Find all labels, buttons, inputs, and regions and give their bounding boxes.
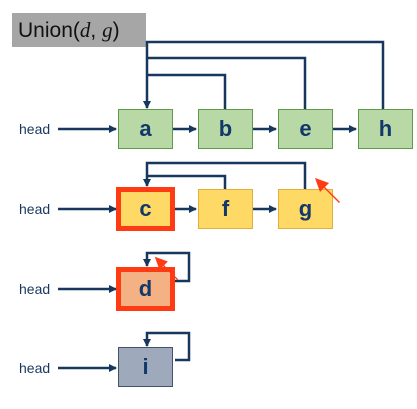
node-f: f <box>198 189 253 229</box>
title-arg-d: d <box>79 18 91 42</box>
node-i: i <box>118 347 173 387</box>
node-d: d <box>116 267 175 311</box>
node-g: g <box>278 189 333 229</box>
rep-pointer-f <box>147 174 227 190</box>
node-a: a <box>118 109 173 149</box>
rep-pointer-e <box>147 56 307 110</box>
diagram-title: Union(d, g) <box>12 13 146 47</box>
node-c: c <box>116 187 175 231</box>
title-comma: , <box>90 19 97 42</box>
head-label-list4: head <box>19 360 51 376</box>
head-label-list1: head <box>19 121 51 137</box>
rep-pointer-b <box>147 73 227 110</box>
title-open-paren: ( <box>72 19 80 42</box>
title-close-paren: ) <box>112 19 120 42</box>
title-prefix: Union <box>18 19 73 42</box>
node-e: e <box>278 109 333 149</box>
rep-pointer-g <box>143 161 307 190</box>
node-b: b <box>198 109 253 149</box>
node-h: h <box>358 109 413 149</box>
head-label-list2: head <box>19 201 51 217</box>
rep-pointer-d-self <box>143 251 191 283</box>
head-label-list3: head <box>19 281 51 297</box>
title-arg-g: g <box>102 18 113 42</box>
rep-pointer-i-self <box>143 331 191 362</box>
rep-pointer-h <box>143 40 385 110</box>
pointer-arrow-icon <box>154 256 179 281</box>
pointer-arrow-icon <box>315 178 340 203</box>
